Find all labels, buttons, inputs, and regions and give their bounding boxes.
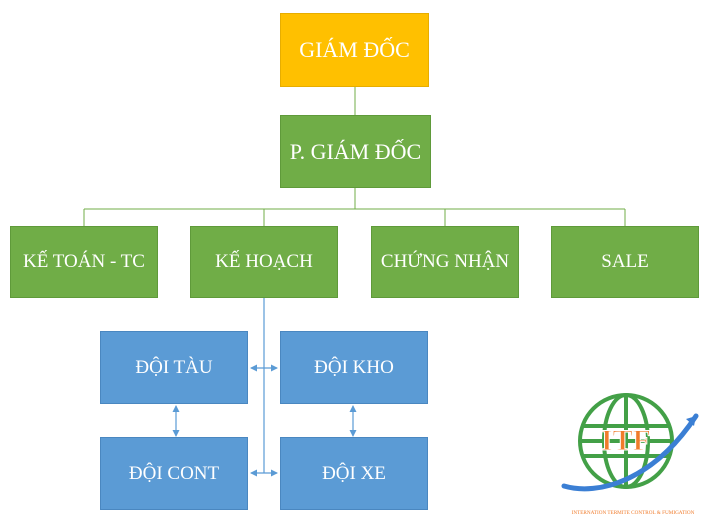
department-label: KẾ HOẠCH	[215, 251, 313, 272]
director-label: GIÁM ĐỐC	[299, 37, 410, 62]
department-label: KẾ TOÁN - TC	[23, 251, 145, 272]
deputy-director-label: P. GIÁM ĐỐC	[289, 138, 422, 164]
logo-text: ITF	[601, 424, 651, 457]
department-box-certification: CHỨNG NHẬN	[371, 226, 519, 298]
globe-icon: ITF INTERNATION TERMITE CONTROL & FUMIGA…	[561, 393, 699, 516]
department-box-planning: KẾ HOẠCH	[190, 226, 338, 298]
department-label: CHỨNG NHẬN	[380, 251, 510, 272]
team-box-truck: ĐỘI XE	[280, 437, 428, 510]
team-label: ĐỘI XE	[322, 462, 386, 484]
department-box-sale: SALE	[551, 226, 699, 298]
department-label: SALE	[601, 251, 649, 272]
team-box-container: ĐỘI CONT	[100, 437, 248, 510]
itf-logo: ITF INTERNATION TERMITE CONTROL & FUMIGA…	[558, 386, 708, 520]
director-box: GIÁM ĐỐC	[280, 13, 429, 87]
team-label: ĐỘI TÀU	[135, 356, 213, 378]
team-box-ship: ĐỘI TÀU	[100, 331, 248, 404]
logo-tagline: INTERNATION TERMITE CONTROL & FUMIGATION	[572, 510, 695, 516]
team-label: ĐỘI CONT	[128, 462, 220, 484]
team-label: ĐỘI KHO	[314, 356, 394, 378]
team-connectors	[172, 298, 357, 477]
team-box-warehouse: ĐỘI KHO	[280, 331, 428, 404]
department-box-accounting: KẾ TOÁN - TC	[10, 226, 158, 298]
management-connectors	[83, 87, 626, 226]
deputy-director-box: P. GIÁM ĐỐC	[280, 115, 431, 188]
